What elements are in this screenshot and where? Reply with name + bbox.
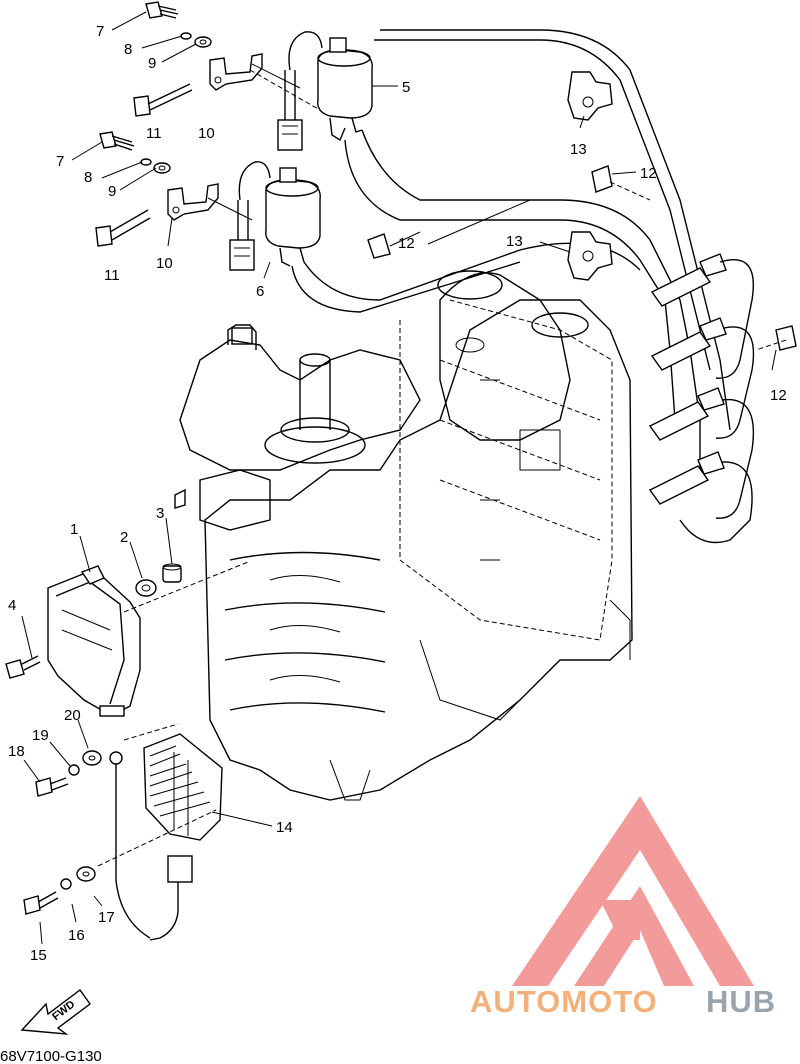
washer-8-upper [180,32,192,40]
bolt-18 [35,777,69,797]
callout-13-lower: 13 [506,233,523,250]
engine-block [174,270,633,801]
tie-11-upper [133,83,193,117]
callout-3: 3 [156,505,164,522]
callout-8-lower: 8 [84,169,92,186]
callout-18: 18 [8,743,25,760]
bolt-7-upper [145,1,179,19]
clip-12-b [367,233,391,259]
leader-lines [21,11,787,945]
callout-12-middle: 12 [398,235,415,252]
callout-2: 2 [120,529,128,546]
bolt-4 [5,655,41,679]
clip-12-a [591,165,613,193]
clip-13-lower [567,231,613,281]
plug-cap-1 [650,253,727,307]
diagram-code: 68V7100-G130 [0,1048,102,1064]
callout-9-lower: 9 [108,183,116,200]
callout-13-upper: 13 [570,141,587,158]
rectifier-regulator-14 [109,733,223,941]
callout-12-upper: 12 [640,165,657,182]
plug-cap-2 [650,317,727,371]
washer-9-lower [153,162,171,174]
plug-cap-4 [648,451,725,505]
washer-16 [60,878,72,890]
callout-7-lower: 7 [56,153,64,170]
callout-16: 16 [68,927,85,944]
collar-3 [162,563,182,583]
callout-5: 5 [402,79,410,96]
callout-15: 15 [30,947,47,964]
callout-10-upper: 10 [198,125,215,142]
callout-7-upper: 7 [96,23,104,40]
grommet-2 [135,579,157,597]
washer-9-upper [194,36,212,48]
callout-1: 1 [70,521,78,538]
callout-6: 6 [256,283,264,300]
callout-12-right: 12 [770,387,787,404]
washer-8-lower [140,158,152,166]
callout-20: 20 [64,707,81,724]
bolt-15 [23,891,59,915]
callout-11-lower: 11 [104,267,120,284]
bracket-10-upper [209,53,263,91]
callout-17: 17 [98,909,115,926]
callout-4: 4 [8,597,16,614]
clip-13-upper [567,71,613,121]
washer-17 [76,866,96,882]
callouts: 7 8 9 11 10 5 13 12 7 8 9 11 10 6 12 13 … [8,23,787,964]
plug-cap-3 [648,387,725,441]
cdi-unit-1 [47,565,141,717]
fwd-arrow: FWD [20,989,91,1035]
watermark-text-secondary: HUB [706,984,776,1019]
watermark-text-primary: AUTOMOTO [470,984,658,1019]
callout-14: 14 [276,819,293,836]
washer-19 [68,764,80,776]
ignition-coil-6 [229,161,321,271]
callout-9-upper: 9 [148,55,156,72]
callout-19: 19 [32,727,49,744]
tie-11-lower [95,209,151,247]
washer-20 [82,750,102,766]
clip-12-c [775,325,797,351]
ignition-coil-5 [277,31,373,151]
spark-plug-wires [291,29,755,544]
bracket-10-lower [167,183,219,221]
callout-11-upper: 11 [146,125,162,142]
callout-10-lower: 10 [156,255,173,272]
bolt-7-lower [99,131,135,151]
watermark-logo: AUTOMOTO HUB [470,796,776,1019]
callout-8-upper: 8 [124,41,132,58]
